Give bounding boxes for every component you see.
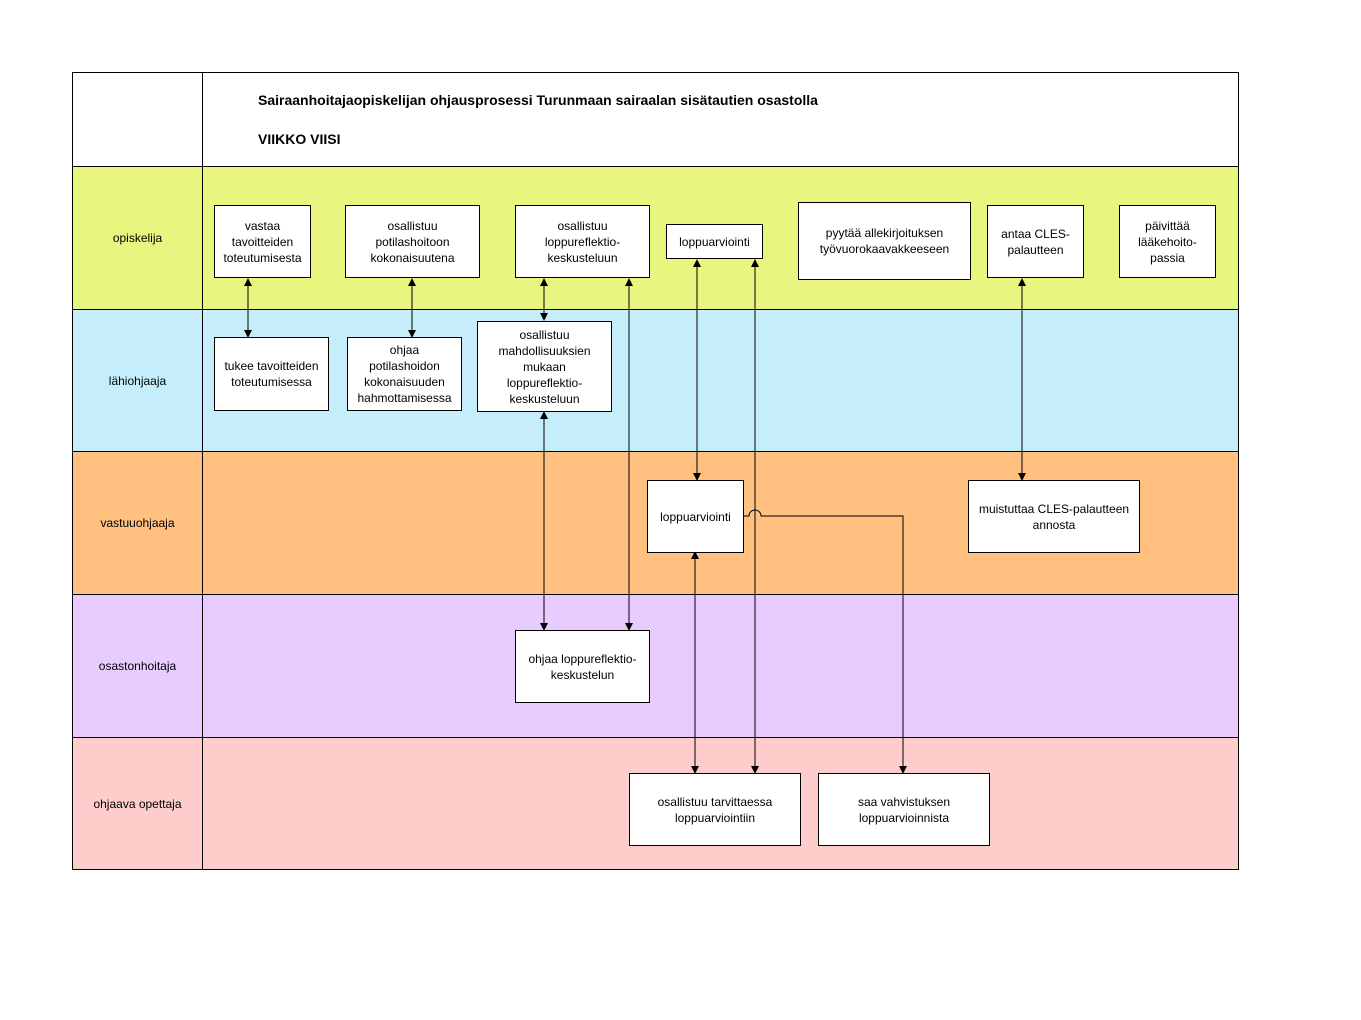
task-pyytaa-allekirjoituksen: pyytää allekirjoituksen työvuorokaavakke… (798, 202, 971, 280)
task-saa-vahvistuksen: saa vahvistuksen loppuarvioinnista (818, 773, 990, 846)
week-label: VIIKKO VIISI (258, 131, 341, 147)
task-osallistuu-potilashoitoon: osallistuu potilashoitoon kokonaisuutena (345, 205, 480, 278)
lane-label-lahiohjaaja: lähiohjaaja (108, 373, 167, 388)
lane-osastonhoitaja: osastonhoitaja (72, 594, 1239, 738)
lane-label-ohjaava-opettaja: ohjaava opettaja (93, 796, 182, 811)
task-paivittaa-laakehoitopassia: päivittää lääkehoito- passia (1119, 205, 1216, 278)
header-label-cell (73, 73, 203, 166)
task-ohjaa-potilashoidon-kokonaisuuden: ohjaa potilashoidon kokonaisuuden hahmot… (347, 337, 462, 411)
lane-label-opiskelija: opiskelija (112, 231, 163, 245)
task-osallistuu-tarvittaessa-loppuarviointiin: osallistuu tarvittaessa loppuarviointiin (629, 773, 801, 846)
task-ohjaa-loppureflektiokeskustelun: ohjaa loppureflektio- keskustelun (515, 630, 650, 703)
header-row (72, 72, 1239, 167)
lane-label-osastonhoitaja: osastonhoitaja (98, 659, 177, 673)
diagram-title: Sairaanhoitajaopiskelijan ohjausprosessi… (258, 92, 818, 108)
task-opiskelija-loppuarviointi: loppuarviointi (666, 224, 763, 259)
lane-label-vastuuohjaaja: vastuuohjaaja (100, 516, 175, 530)
task-vastuuohjaaja-loppuarviointi: loppuarviointi (647, 480, 744, 553)
task-tukee-tavoitteiden-toteutumisessa: tukee tavoitteiden toteutumisessa (214, 337, 329, 411)
task-osallistuu-loppureflektio: osallistuu loppureflektio- keskusteluun (515, 205, 650, 278)
task-vastaa-tavoitteiden-toteutumisesta: vastaa tavoitteiden toteutumisesta (214, 205, 311, 278)
task-muistuttaa-cles-palautteen: muistuttaa CLES-palautteen annosta (968, 480, 1140, 553)
task-antaa-cles-palautteen: antaa CLES- palautteen (987, 205, 1084, 278)
task-osallistuu-mahdollisuuksien-mukaan: osallistuu mahdollisuuksien mukaan loppu… (477, 321, 612, 412)
